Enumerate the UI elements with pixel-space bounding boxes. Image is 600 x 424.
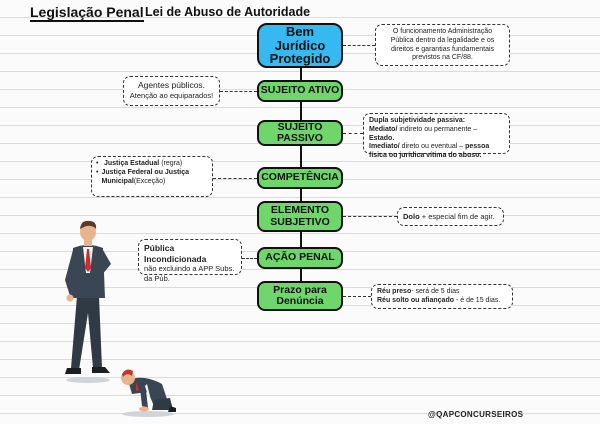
footer-handle: @QAPCONCURSEIROS	[428, 410, 524, 419]
node-prazo-denuncia: Prazo para Denúncia	[257, 281, 343, 311]
note-sujeito-passivo-mediato: Mediato/ indireto ou permanente – Estado…	[369, 125, 478, 142]
connector-elemento-subjetivo	[343, 216, 397, 217]
note-competencia-item2: •Justiça Federal ou Justiça Municipal(Ex…	[96, 168, 190, 185]
note-sujeito-ativo-line1: Agentes públicos.	[137, 80, 206, 90]
note-elemento-subjetivo: Dolo + especial fim de agir.	[397, 207, 504, 226]
connector-sujeito-passivo	[343, 133, 363, 134]
connector-sujeito-ativo	[220, 91, 257, 92]
note-acao-penal: Pública Incondicionada não excluindo a A…	[138, 239, 242, 283]
node-bem-juridico: Bem Jurídico Protegido	[257, 23, 343, 68]
subject-title: Legislação Penal	[30, 4, 144, 22]
note-sujeito-ativo-line2: Atenção ao equiparados!	[129, 90, 214, 100]
note-acao-penal-bold: Pública Incondicionada	[144, 243, 207, 264]
connector-acao-penal	[242, 258, 257, 259]
connector-bem-juridico	[343, 45, 375, 46]
connector-competencia	[213, 178, 257, 179]
note-sujeito-passivo: Dupla subjetividade passiva: Mediato/ in…	[363, 113, 510, 159]
note-competencia: •Justiça Estadual (regra) •Justiça Feder…	[91, 156, 213, 197]
note-sujeito-passivo-imediato: Imediato/ direto ou eventual – pessoa fí…	[369, 143, 490, 159]
note-competencia-item1: •Justiça Estadual (regra)	[96, 160, 183, 167]
standing-businessman-illustration	[65, 220, 111, 383]
note-bem-juridico: O funcionamento Administração Pública de…	[375, 24, 510, 66]
note-bem-juridico-text: O funcionamento Administração Pública de…	[390, 28, 495, 62]
kneeling-figure-illustration	[121, 369, 176, 417]
node-sujeito-passivo: SUJEITO PASSIVO	[257, 120, 343, 146]
note-prazo: Réu preso- será de 5 dias Réu solto ou a…	[371, 284, 513, 309]
node-competencia: COMPETÊNCIA	[257, 167, 343, 189]
note-prazo-line2: Réu solto ou afiançado - é de 15 dias.	[377, 296, 501, 304]
note-sujeito-ativo: Agentes públicos. Atenção ao equiparados…	[123, 76, 220, 106]
topic-title: Lei de Abuso de Autoridade	[145, 5, 311, 19]
note-prazo-line1: Réu preso- será de 5 dias	[377, 288, 460, 295]
node-elemento-subjetivo: ELEMENTO SUBJETIVO	[257, 201, 343, 232]
connector-prazo	[343, 296, 371, 297]
node-acao-penal: AÇÃO PENAL	[257, 247, 343, 269]
note-acao-penal-rest: não excluindo a APP Subs. da Púb.	[144, 264, 235, 283]
node-sujeito-ativo: SUJEITO ATIVO	[257, 80, 343, 102]
note-sujeito-passivo-title: Dupla subjetividade passiva:	[369, 117, 466, 124]
